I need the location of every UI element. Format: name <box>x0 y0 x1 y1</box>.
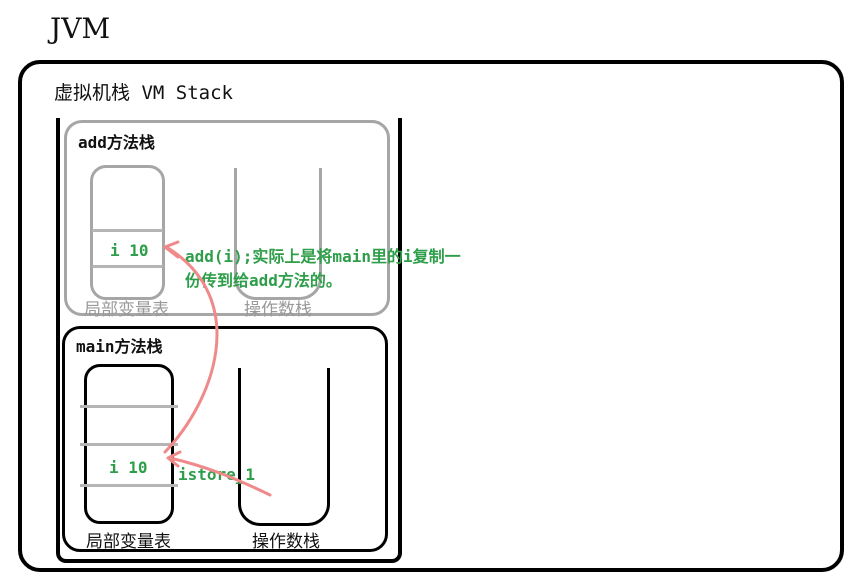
add-local-variable-table <box>90 165 165 300</box>
add-lvt-slot-line <box>92 229 163 232</box>
jvm-title: JVM <box>50 12 111 45</box>
add-operand-stack-label: 操作数栈 <box>244 300 312 320</box>
copy-arrow-head <box>163 240 180 259</box>
main-operand-stack-label: 操作数栈 <box>252 532 320 552</box>
add-operand-stack <box>234 168 322 300</box>
main-lvt-slot-value: i 10 <box>109 458 148 477</box>
main-method-frame <box>62 326 388 552</box>
main-operand-stack <box>238 368 330 526</box>
main-lvt-slot-line <box>80 443 178 446</box>
main-lvt-slot-line <box>80 484 178 487</box>
main-frame-label: main方法栈 <box>76 337 163 356</box>
istore-arrow-head <box>166 450 182 468</box>
copy-annotation: add(i);实际上是将main里的i复制一 份传到给add方法的。 <box>185 245 505 293</box>
vm-stack-title: 虚拟机栈 VM Stack <box>54 82 233 104</box>
main-lvt-slot-line <box>80 405 178 408</box>
jvm-box <box>18 60 844 572</box>
add-lvt-slot-line <box>92 265 163 268</box>
vm-stack-box <box>56 118 402 563</box>
copy-arrow <box>163 246 219 454</box>
add-lvt-slot-value: i 10 <box>110 241 149 260</box>
istore-arrow <box>168 456 272 497</box>
copy-annotation-line2: 份传到给add方法的。 <box>185 271 342 290</box>
add-frame-label: add方法栈 <box>78 133 155 152</box>
copy-annotation-line1: add(i);实际上是将main里的i复制一 <box>185 247 461 266</box>
add-method-frame <box>64 120 390 316</box>
main-lvt-label: 局部变量表 <box>86 532 171 552</box>
add-lvt-label: 局部变量表 <box>84 300 169 320</box>
